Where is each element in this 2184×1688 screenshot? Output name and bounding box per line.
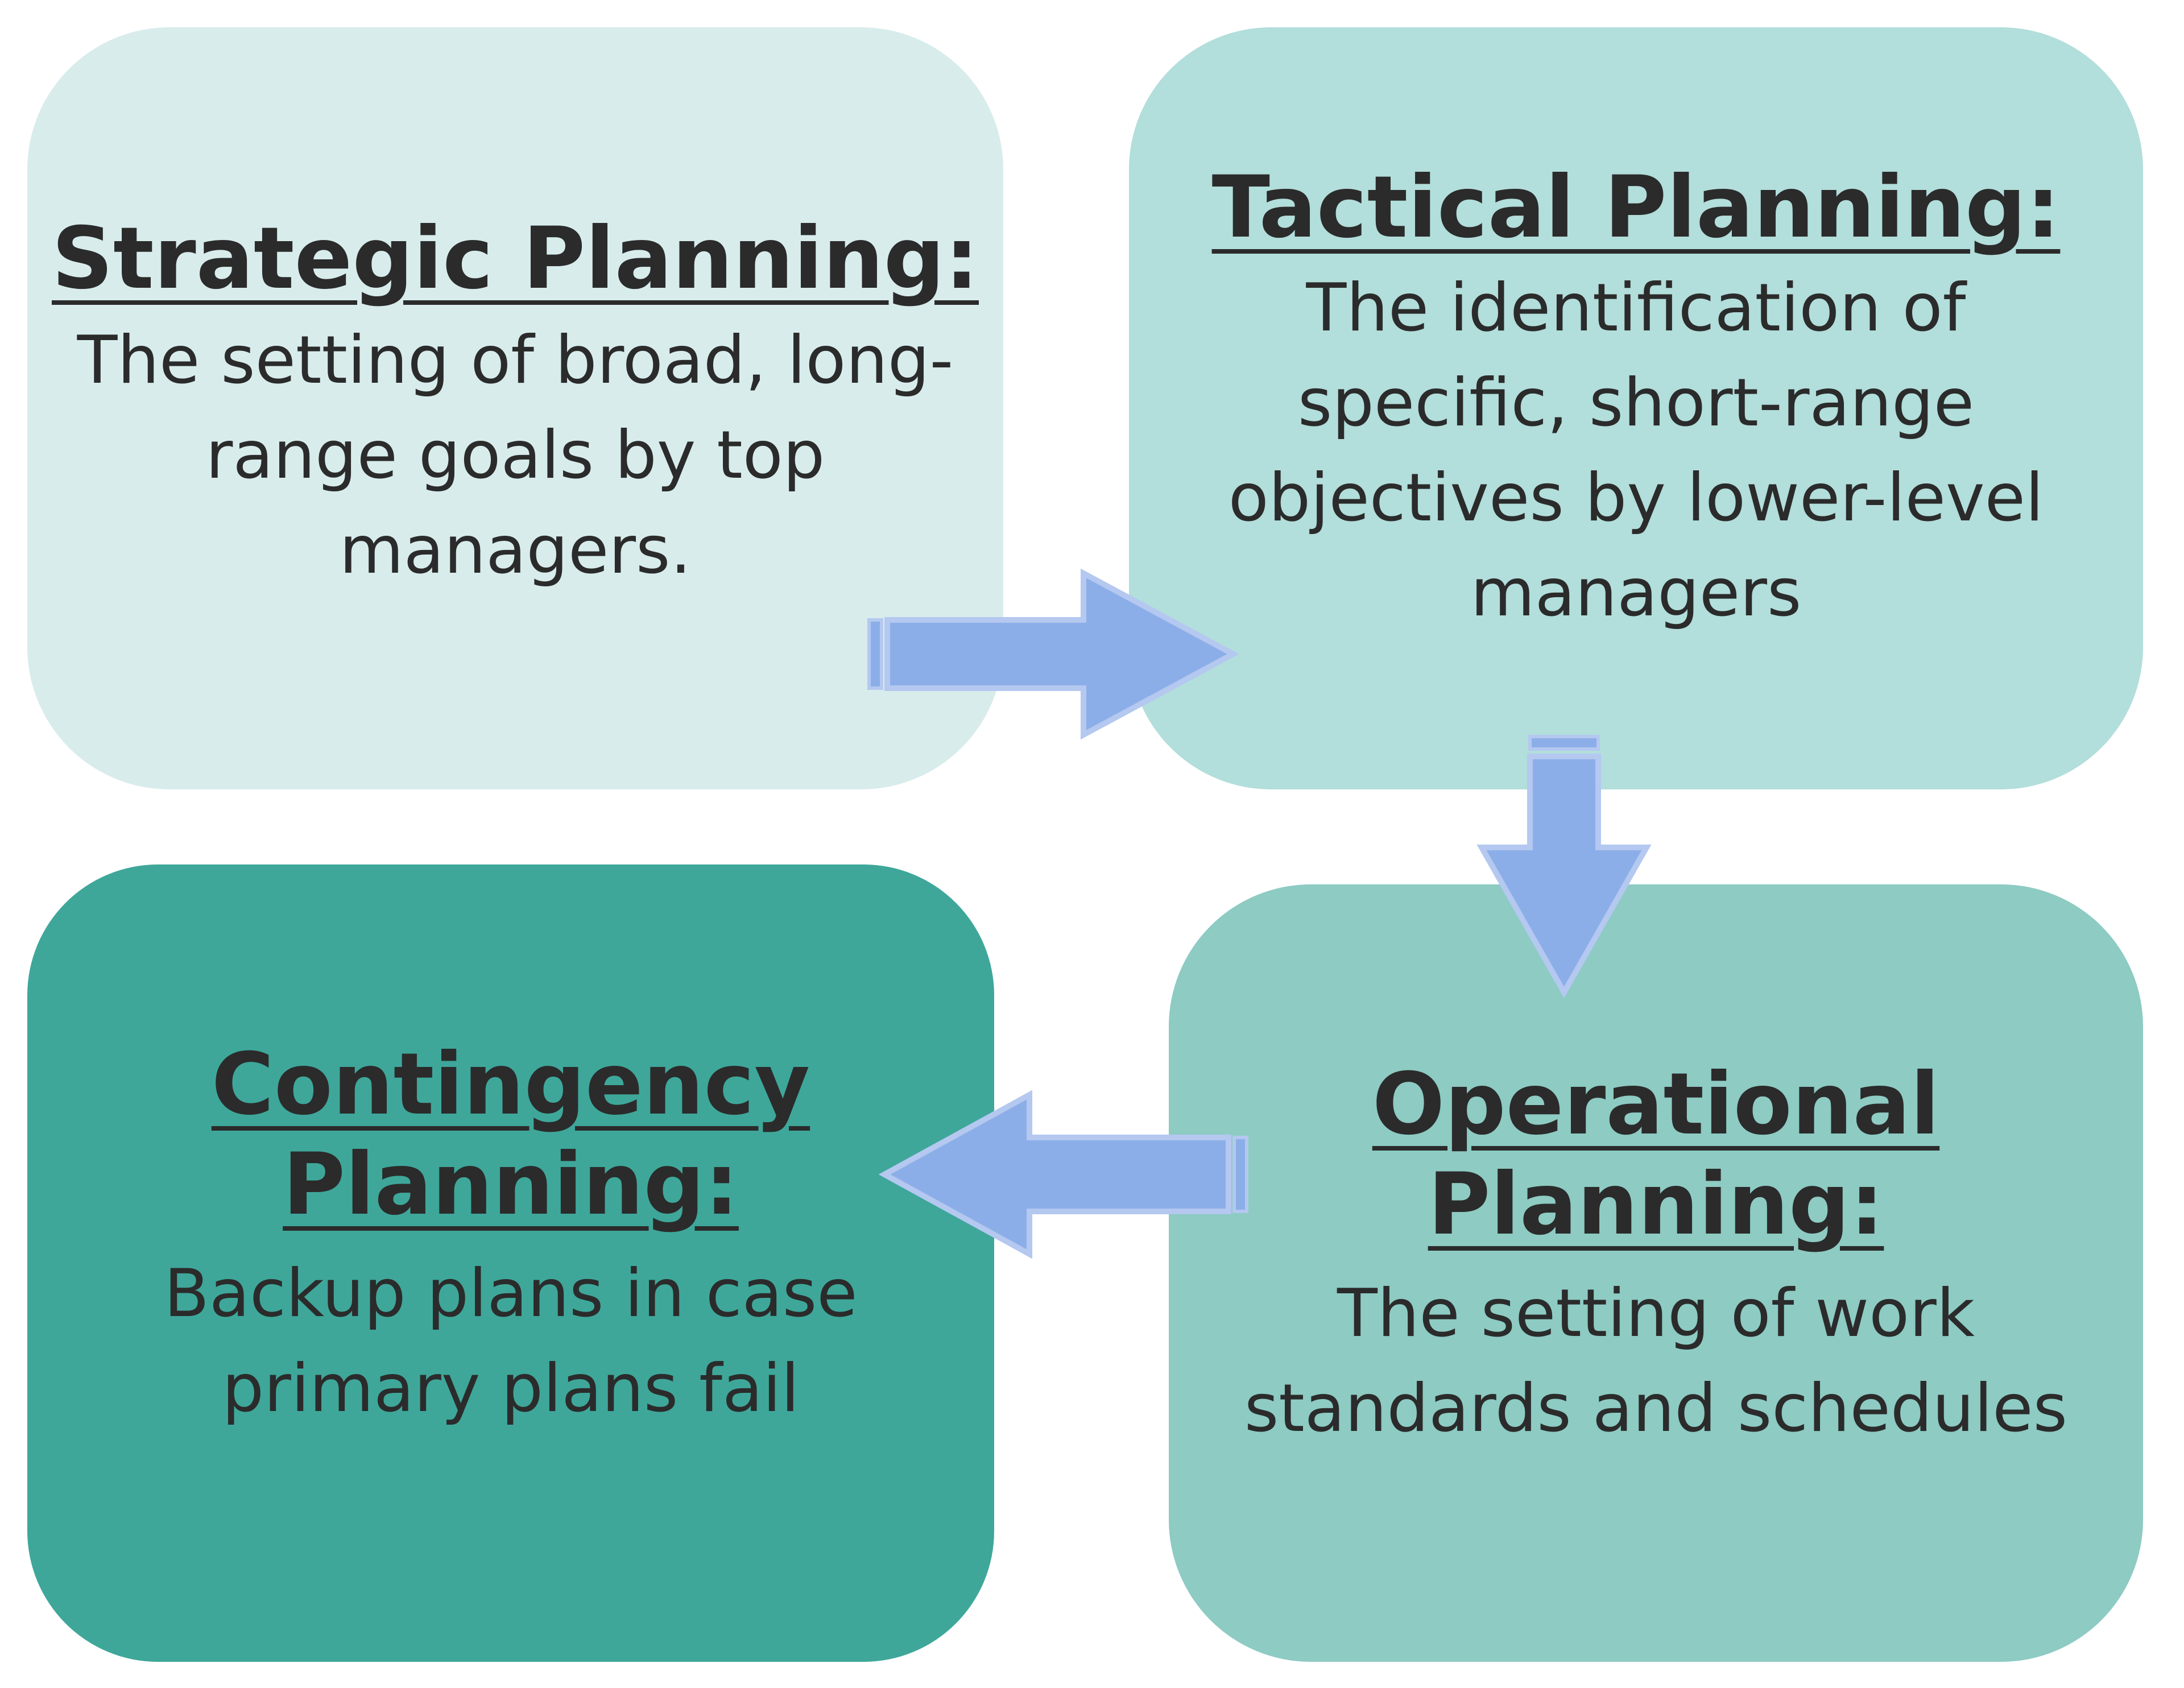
- strategic-planning-description: The setting of broad, long-range goals b…: [77, 321, 954, 589]
- arrow-left-icon: [878, 1090, 1248, 1259]
- tactical-planning-description: The identification of specific, short-ra…: [1228, 269, 2044, 631]
- operational-planning-description: The setting of work standards and schedu…: [1244, 1275, 2068, 1447]
- strategic-planning-title: Strategic Planning:: [51, 209, 979, 308]
- operational-planning-box: Operational Planning: The setting of wor…: [1169, 884, 2143, 1662]
- tactical-planning-title: Tactical Planning:: [1211, 158, 2061, 257]
- contingency-planning-box: Contingency Planning: Backup plans in ca…: [27, 864, 994, 1662]
- contingency-planning-title: Contingency Planning:: [211, 1035, 810, 1234]
- arrow-down-icon: [1476, 735, 1652, 999]
- operational-planning-title: Operational Planning:: [1372, 1055, 1940, 1254]
- arrow-right-icon: [867, 568, 1239, 740]
- strategic-planning-box: Strategic Planning: The setting of broad…: [27, 27, 1003, 789]
- tactical-planning-box: Tactical Planning: The identification of…: [1129, 27, 2143, 789]
- contingency-planning-description: Backup plans in case primary plans fail: [164, 1255, 858, 1428]
